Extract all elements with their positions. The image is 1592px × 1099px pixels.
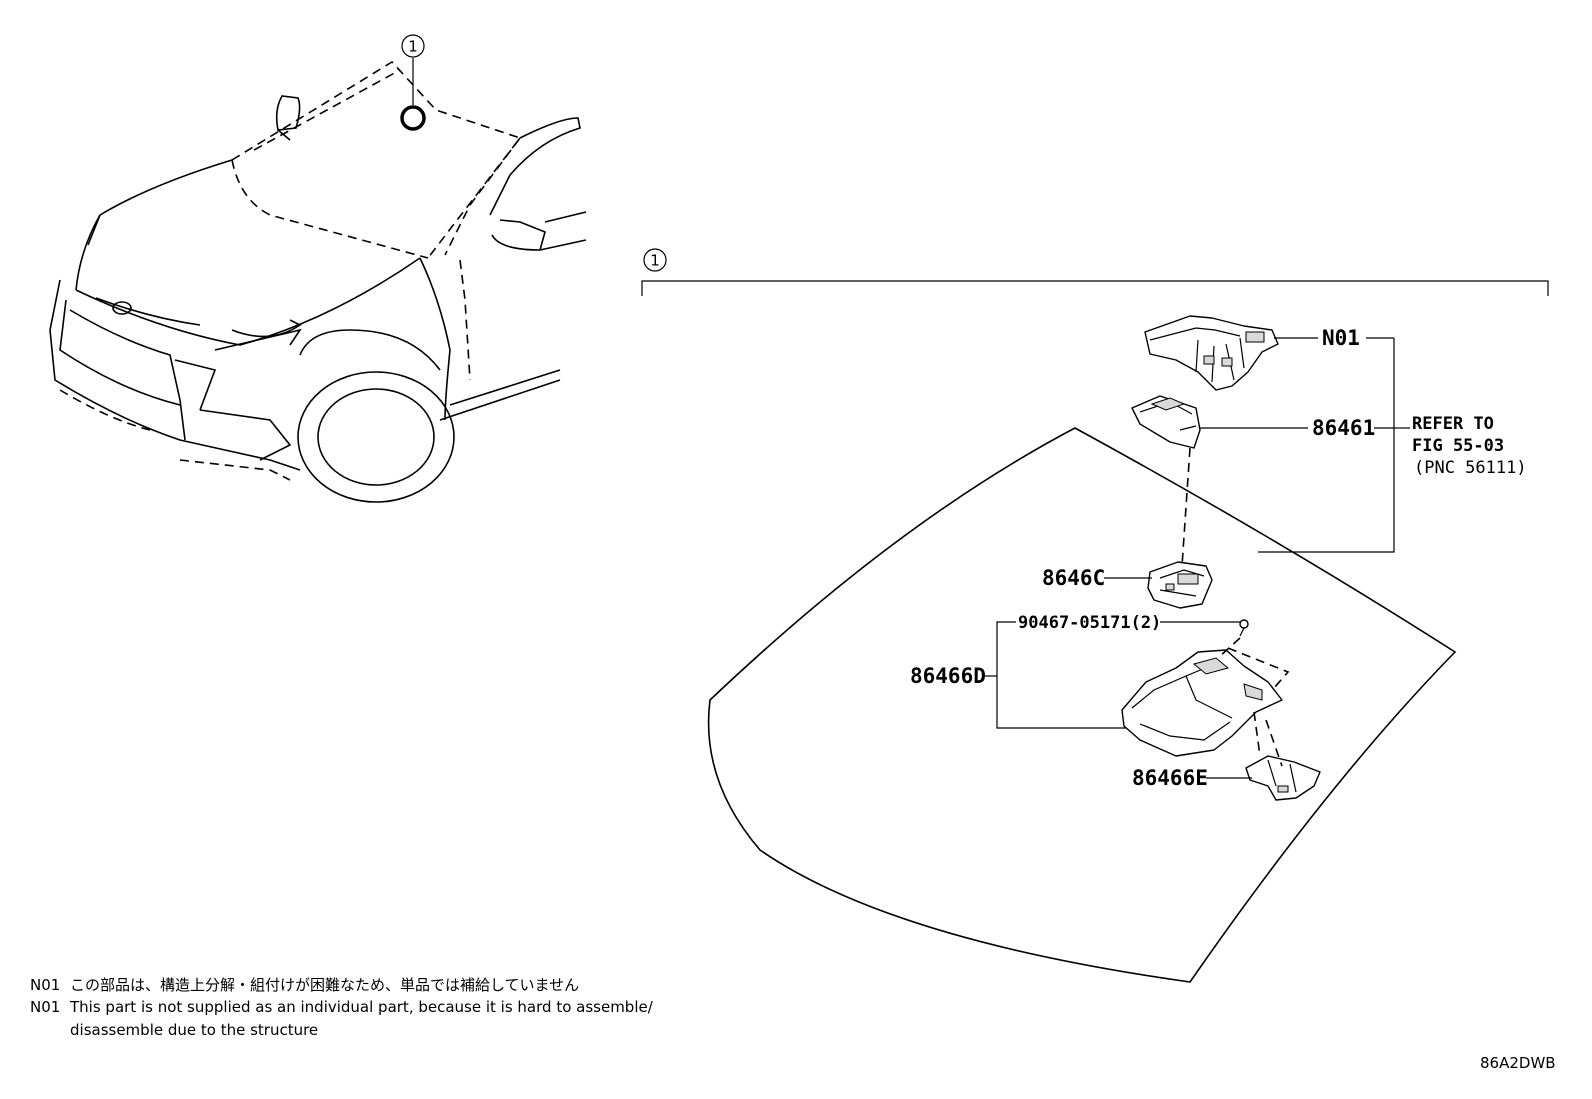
note-tag: N01 <box>30 998 61 1016</box>
label-90467-05171: 90467-05171(2) <box>1018 613 1161 633</box>
part-n01-illustration <box>1144 315 1279 391</box>
refer-line-2: FIG 55-03 <box>1412 436 1504 456</box>
group-callout: 1 <box>643 248 667 272</box>
diagram-code: 86A2DWB <box>1480 1054 1556 1072</box>
vehicle-callout-number: 1 <box>408 38 418 56</box>
label-86461: 86461 <box>1312 416 1375 440</box>
part-86466D-illustration <box>1121 649 1283 757</box>
label-86466E: 86466E <box>1132 766 1208 790</box>
vehicle-callout: 1 <box>401 34 425 58</box>
part-86466E-illustration <box>1245 755 1321 801</box>
note-text: disassemble due to the structure <box>70 1021 319 1039</box>
part-8646C-illustration <box>1147 561 1213 609</box>
note-text: この部品は、構造上分解・組付けが困難なため、単品では補給していません <box>70 976 580 994</box>
vehicle-illustration <box>49 58 587 503</box>
note-english-line-2: disassemble due to the structure <box>30 1021 318 1039</box>
group-callout-number: 1 <box>650 252 660 270</box>
part-86461-illustration <box>1131 395 1201 449</box>
note-japanese: N01 この部品は、構造上分解・組付けが困難なため、単品では補給していません <box>30 974 579 995</box>
group-bracket <box>641 280 1549 296</box>
part-90467-illustration <box>1239 619 1249 637</box>
note-english-line-1: N01 This part is not supplied as an indiv… <box>30 998 653 1016</box>
label-8646C: 8646C <box>1042 566 1105 590</box>
note-text: This part is not supplied as an individu… <box>70 998 653 1016</box>
windshield-glass-outline <box>707 427 1457 983</box>
label-86466D: 86466D <box>910 664 986 688</box>
label-n01: N01 <box>1322 326 1360 350</box>
refer-line-3: (PNC 56111) <box>1414 458 1527 478</box>
note-tag: N01 <box>30 976 61 994</box>
refer-line-1: REFER TO <box>1412 414 1494 434</box>
